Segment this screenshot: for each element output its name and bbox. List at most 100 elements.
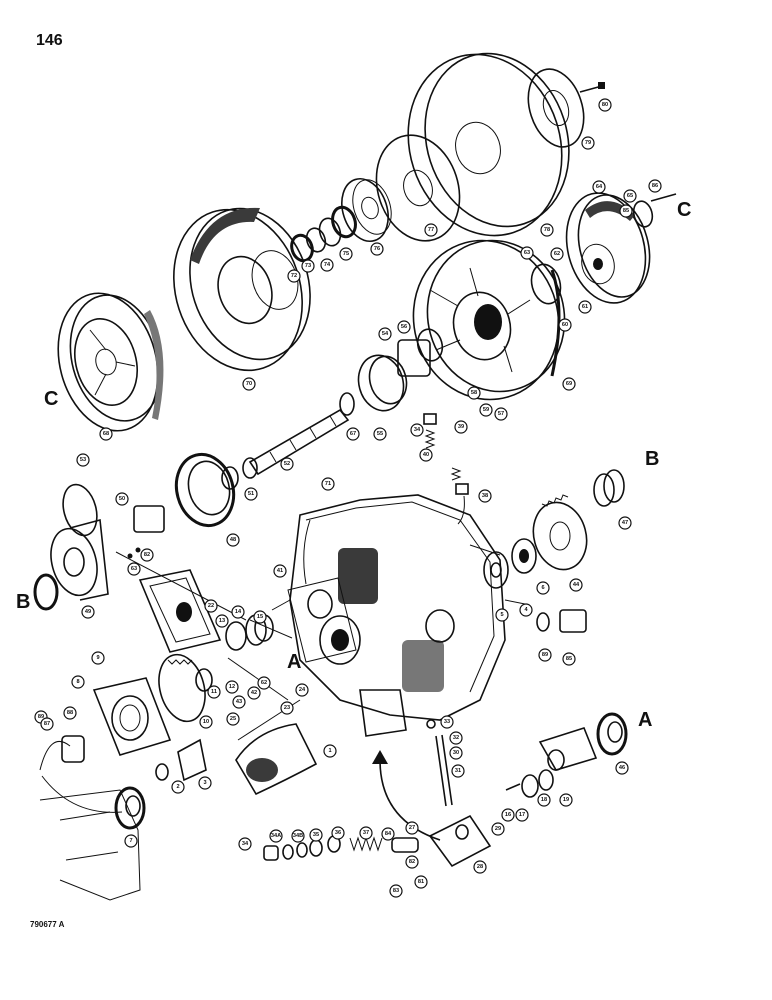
yoke-19 bbox=[538, 727, 598, 771]
callout: 68 bbox=[99, 427, 113, 441]
svg-text:15: 15 bbox=[257, 614, 263, 620]
bolt-86 bbox=[650, 193, 677, 202]
leader-lines bbox=[41, 551, 301, 813]
svg-text:76: 76 bbox=[374, 246, 380, 252]
svg-text:19: 19 bbox=[563, 797, 569, 803]
gear-3-2 bbox=[155, 738, 207, 782]
svg-text:13: 13 bbox=[219, 618, 225, 624]
svg-text:59: 59 bbox=[483, 407, 489, 413]
callout: 55 bbox=[373, 427, 387, 441]
callout: 70 bbox=[242, 377, 256, 391]
spacer-56 bbox=[416, 328, 444, 362]
svg-text:83: 83 bbox=[393, 888, 399, 894]
svg-text:2: 2 bbox=[176, 784, 179, 790]
svg-text:39: 39 bbox=[458, 424, 464, 430]
svg-text:84: 84 bbox=[385, 831, 392, 837]
hub-76 bbox=[341, 178, 392, 242]
callout: 11 bbox=[207, 685, 221, 699]
svg-text:51: 51 bbox=[248, 491, 254, 497]
svg-text:31: 31 bbox=[455, 768, 461, 774]
svg-text:7: 7 bbox=[129, 838, 132, 844]
callout: 39 bbox=[454, 420, 468, 434]
callout: 80 bbox=[598, 98, 612, 112]
svg-text:87: 87 bbox=[44, 721, 50, 727]
svg-text:89: 89 bbox=[38, 714, 44, 720]
svg-text:62: 62 bbox=[554, 251, 560, 257]
svg-text:32: 32 bbox=[453, 735, 459, 741]
callout: 31 bbox=[451, 764, 465, 778]
reaction-member-69 bbox=[412, 239, 566, 401]
spring-37 bbox=[349, 836, 383, 852]
svg-text:75: 75 bbox=[343, 251, 349, 257]
svg-text:16: 16 bbox=[505, 812, 511, 818]
callout: 86 bbox=[648, 179, 662, 193]
callout: 30 bbox=[449, 746, 463, 760]
callout: 22 bbox=[204, 599, 218, 613]
callout: 82 bbox=[405, 855, 419, 869]
svg-text:63: 63 bbox=[131, 566, 137, 572]
shaft-52 bbox=[242, 408, 350, 479]
callout: 7 bbox=[124, 834, 138, 848]
callout: 69 bbox=[562, 377, 576, 391]
callout: 77 bbox=[424, 223, 438, 237]
callout: 2 bbox=[171, 780, 185, 794]
pump-body-8-9 bbox=[92, 677, 172, 756]
callout: 58 bbox=[467, 386, 481, 400]
ring-53 bbox=[62, 483, 98, 537]
callout-bubbles: 80 79 78 77 76 75 74 73 72 70 68 86 85 6… bbox=[34, 98, 662, 898]
svg-text:10: 10 bbox=[203, 719, 209, 725]
callout: 13 bbox=[215, 614, 229, 628]
callout: 9 bbox=[91, 651, 105, 665]
seal-46 bbox=[596, 712, 628, 756]
svg-text:64: 64 bbox=[596, 184, 603, 190]
svg-text:52: 52 bbox=[284, 461, 290, 467]
svg-text:28: 28 bbox=[477, 864, 483, 870]
svg-text:86: 86 bbox=[652, 183, 658, 189]
callout: 48 bbox=[226, 533, 240, 547]
pump-body-49 bbox=[50, 518, 109, 601]
figure-code: 790677 A bbox=[30, 920, 65, 929]
impeller-68 bbox=[57, 292, 164, 432]
svg-text:29: 29 bbox=[495, 826, 501, 832]
svg-text:47: 47 bbox=[622, 520, 628, 526]
seal-48 bbox=[174, 452, 236, 528]
turbine-64 bbox=[565, 192, 651, 304]
bolt-16 bbox=[505, 783, 521, 791]
pin-63-82 bbox=[127, 547, 141, 559]
callout: 50 bbox=[115, 492, 129, 506]
svg-text:22: 22 bbox=[208, 603, 214, 609]
transmission-housing bbox=[271, 494, 526, 737]
callout: 83 bbox=[389, 884, 403, 898]
svg-text:34: 34 bbox=[242, 841, 249, 847]
callout: 34B bbox=[291, 829, 305, 843]
mount-sketch bbox=[39, 789, 141, 901]
washer-65 bbox=[632, 200, 654, 228]
callout: 38 bbox=[478, 489, 492, 503]
bolt-80 bbox=[579, 82, 605, 93]
svg-text:41: 41 bbox=[277, 568, 283, 574]
cover-22 bbox=[138, 569, 222, 653]
callout: 82 bbox=[140, 548, 154, 562]
callout: 24 bbox=[295, 683, 309, 697]
callout: 19 bbox=[559, 793, 573, 807]
reference-letters: C C B B A A bbox=[16, 199, 691, 731]
svg-text:27: 27 bbox=[409, 825, 415, 831]
plate-60 bbox=[530, 263, 562, 305]
callout: 85 bbox=[619, 204, 633, 218]
svg-text:34B: 34B bbox=[293, 833, 303, 839]
callout: 34 bbox=[410, 423, 424, 437]
valve-body-29 bbox=[428, 814, 492, 868]
callout: 4 bbox=[519, 603, 533, 617]
svg-text:68: 68 bbox=[103, 431, 109, 437]
svg-text:4: 4 bbox=[524, 607, 528, 613]
callout: 36 bbox=[331, 826, 345, 840]
callout: 81 bbox=[414, 875, 428, 889]
svg-text:77: 77 bbox=[428, 227, 434, 233]
callout: 10 bbox=[199, 715, 213, 729]
svg-text:73: 73 bbox=[305, 263, 311, 269]
svg-text:17: 17 bbox=[519, 812, 525, 818]
svg-text:85: 85 bbox=[566, 656, 572, 662]
svg-text:5: 5 bbox=[500, 612, 503, 618]
